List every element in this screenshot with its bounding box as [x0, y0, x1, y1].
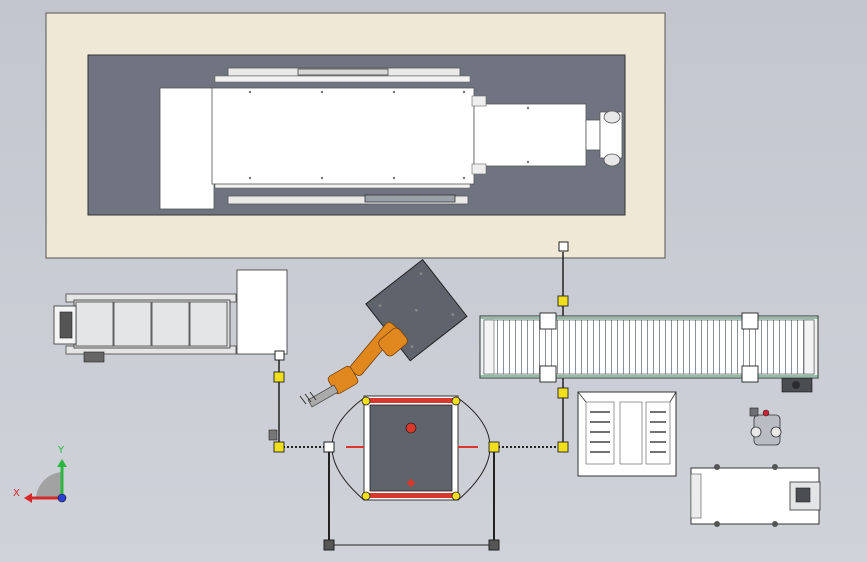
machine-head-block: [159, 87, 215, 210]
bottom-rail-slider: [364, 194, 456, 203]
robot-tool-flange: [307, 384, 339, 408]
cable-nodes: [274, 241, 569, 551]
bottom-rail: [227, 195, 469, 205]
machine-fastener-dots: [248, 90, 530, 180]
parts-rack-brace-tr: [669, 391, 677, 403]
positioner-swing-arc-left: [331, 397, 365, 501]
axis-triad: X Y: [13, 445, 67, 503]
belt-conveyor-brackets: [539, 312, 759, 383]
y-axis-label: Y: [57, 445, 65, 456]
positioner-plate: [369, 404, 453, 492]
end-cap-bolt-top: [603, 110, 621, 124]
left-conveyor-module[interactable]: [53, 269, 288, 363]
motor-end-plate: [690, 473, 702, 519]
gripper-jaw-left: [750, 426, 762, 438]
robot-arm[interactable]: [299, 258, 468, 408]
machine-tail-body: [473, 103, 587, 167]
machine-main-body: [211, 87, 475, 185]
parts-rack-slots: [590, 411, 666, 453]
parts-rack-bay-middle: [619, 401, 643, 465]
robot-base-bolts: [378, 272, 455, 349]
x-axis-arrow: [24, 493, 32, 503]
parts-rack-brace-tl: [577, 391, 587, 403]
gripper-indicator: [762, 409, 770, 417]
positioner-swing-arc-right: [457, 397, 491, 501]
motor-feet: [714, 464, 778, 527]
top-rail-slider: [297, 68, 389, 76]
belt-conveyor[interactable]: [479, 312, 819, 393]
robot-shoulder: [378, 327, 408, 357]
positioner-center-target: [405, 422, 417, 434]
control-cabinet: [236, 269, 288, 355]
x-axis-label: X: [13, 488, 20, 499]
positioner-index-mark: [406, 478, 416, 488]
motor-unit[interactable]: [690, 464, 821, 527]
machine-joint-bottom: [471, 163, 487, 175]
large-machine-enclosure[interactable]: [45, 12, 666, 259]
positioner-rail-bottom: [368, 493, 454, 498]
motor-shaft-block: [795, 487, 811, 503]
left-conveyor-motor-icon: [59, 311, 73, 339]
belt-conveyor-end-roller-left: [483, 319, 495, 375]
left-conveyor-bays: [75, 301, 228, 347]
belt-conveyor-motor-shaft: [792, 381, 800, 389]
end-cap-bolt-bottom: [603, 153, 621, 167]
rotary-positioner-table[interactable]: [331, 395, 491, 501]
triad-plane-shade: [36, 472, 62, 498]
z-axis-dot: [57, 493, 67, 503]
positioner-rail-top: [368, 398, 454, 403]
belt-conveyor-end-roller-right: [803, 319, 815, 375]
yellow-junction-markers: [273, 295, 569, 453]
gripper-tool[interactable]: [749, 407, 782, 446]
machine-joint-top: [471, 95, 487, 107]
top-rail-cover: [214, 75, 471, 83]
gripper-jaw-right: [770, 426, 782, 438]
robot-gripper-fingers: [299, 391, 317, 405]
positioner-corner-markers: [361, 396, 461, 501]
belt-conveyor-slats: [483, 319, 815, 375]
left-conveyor-foot: [83, 351, 105, 363]
machine-nozzle: [585, 119, 601, 151]
gripper-mount: [749, 407, 759, 417]
y-axis-arrow: [57, 459, 67, 467]
parts-rack[interactable]: [577, 391, 677, 477]
